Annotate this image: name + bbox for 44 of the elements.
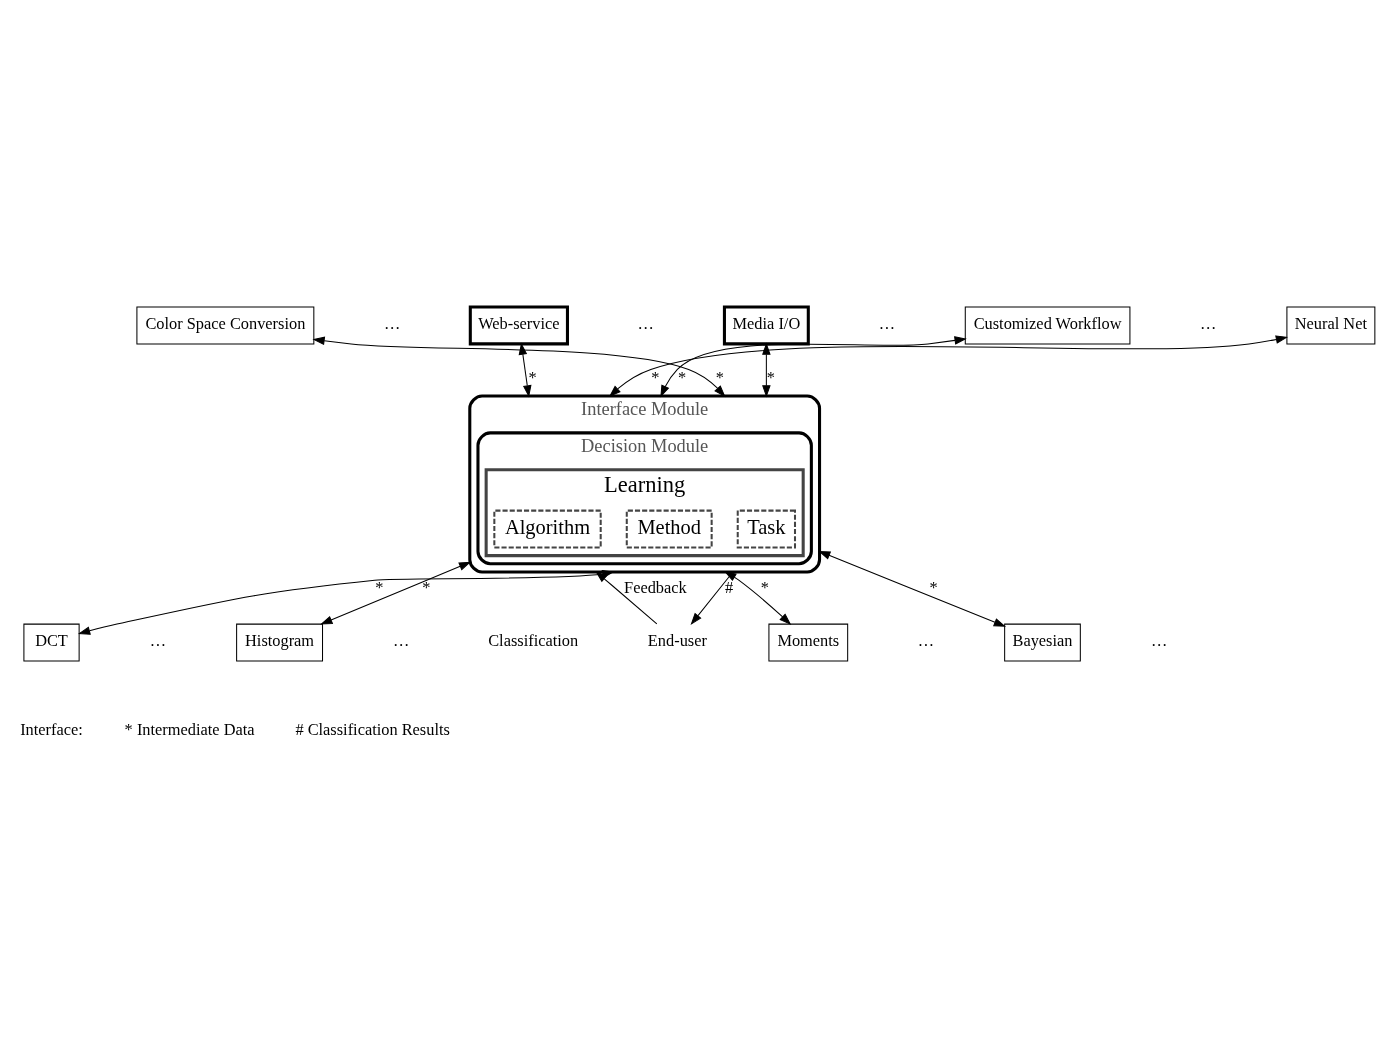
node-box: Moments bbox=[768, 623, 849, 661]
label: … bbox=[637, 313, 654, 333]
node-text: End-user bbox=[647, 630, 707, 650]
node-box: Media I/O bbox=[722, 305, 810, 345]
arrow bbox=[312, 336, 726, 397]
edge-label: * bbox=[651, 367, 660, 387]
node-box: Method bbox=[625, 509, 713, 548]
label: * Intermediate Data bbox=[124, 719, 255, 739]
label: … bbox=[1150, 630, 1168, 650]
label: … bbox=[1199, 313, 1217, 333]
node-box: Histogram bbox=[236, 623, 324, 661]
edge-label: * bbox=[929, 577, 938, 597]
node-box: Color Space Conversion bbox=[136, 306, 315, 344]
node-box: Customized Workflow bbox=[964, 306, 1131, 344]
arrow bbox=[690, 570, 734, 625]
arrow bbox=[660, 335, 967, 397]
label: … bbox=[878, 313, 896, 333]
label: … bbox=[149, 630, 167, 650]
edge-label: * bbox=[677, 367, 687, 387]
label: # Classification Results bbox=[295, 719, 450, 739]
node-box: DCT bbox=[23, 623, 80, 661]
arrow bbox=[818, 550, 1006, 627]
edge-label: * bbox=[760, 577, 769, 597]
edge-label: # bbox=[724, 577, 734, 597]
node-box: Bayesian bbox=[1004, 623, 1081, 661]
edge-label: * bbox=[715, 367, 724, 387]
label: … bbox=[383, 313, 401, 333]
edge-label: * bbox=[375, 577, 384, 597]
edge-label: * bbox=[528, 367, 537, 387]
label: Interface: bbox=[20, 719, 83, 739]
node-box: Algorithm bbox=[493, 509, 602, 548]
arrow bbox=[724, 570, 792, 625]
node-box: Web-service bbox=[468, 305, 569, 345]
edge-label: Feedback bbox=[624, 577, 687, 597]
label: … bbox=[917, 630, 935, 650]
node-box: Neural Net bbox=[1286, 306, 1376, 344]
edge-label: * bbox=[422, 577, 431, 597]
edge-label: * bbox=[766, 367, 776, 387]
node-box: Task bbox=[736, 509, 797, 548]
arrow bbox=[608, 334, 1289, 397]
label: … bbox=[393, 630, 410, 650]
arrow bbox=[320, 561, 472, 625]
arrow bbox=[762, 342, 771, 398]
label: Classification bbox=[488, 630, 579, 650]
